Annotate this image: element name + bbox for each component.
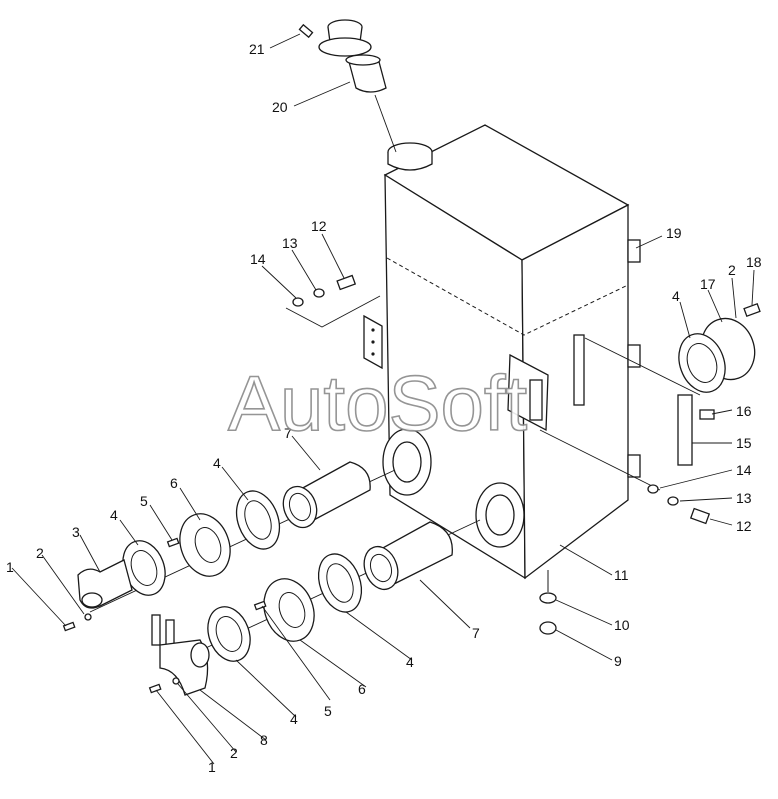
callout-6-upper: 6 bbox=[170, 475, 178, 491]
drain-plug bbox=[539, 621, 557, 635]
tee-fitting bbox=[151, 614, 210, 696]
callout-14-left: 14 bbox=[250, 251, 266, 267]
callout-17: 17 bbox=[700, 276, 716, 292]
callout-13-right: 13 bbox=[736, 490, 752, 506]
callout-15: 15 bbox=[736, 435, 752, 451]
callout-2-lower: 2 bbox=[230, 745, 238, 761]
gasket-upper bbox=[235, 490, 281, 550]
callout-13-left: 13 bbox=[282, 235, 298, 251]
filler-cap bbox=[318, 19, 372, 57]
callout-7-lower: 7 bbox=[472, 625, 480, 641]
side-bracket-left bbox=[363, 314, 383, 370]
tank-body bbox=[382, 124, 641, 592]
watermark-text: AutoSoft bbox=[228, 359, 528, 447]
callout-16: 16 bbox=[736, 403, 752, 419]
callout-1-lower: 1 bbox=[208, 759, 216, 775]
callout-6-lower: 6 bbox=[358, 681, 366, 697]
leader-lines bbox=[11, 33, 755, 765]
filler-neck bbox=[345, 54, 387, 93]
cap-screw bbox=[298, 23, 314, 39]
callout-labels: 21 20 19 18 17 2 4 16 15 14 13 12 12 13 … bbox=[6, 41, 762, 775]
washers-right bbox=[647, 484, 711, 525]
callout-5-upper: 5 bbox=[140, 493, 148, 509]
callout-3: 3 bbox=[72, 524, 80, 540]
elbow-fitting bbox=[77, 559, 133, 609]
flange-upper bbox=[179, 513, 231, 577]
callout-4-upper-a: 4 bbox=[213, 455, 221, 471]
bolt-set-left bbox=[292, 274, 357, 307]
callout-2-right: 2 bbox=[728, 262, 736, 278]
callout-2-upper: 2 bbox=[36, 545, 44, 561]
callout-10: 10 bbox=[614, 617, 630, 633]
callout-20: 20 bbox=[272, 99, 288, 115]
callout-1-upper: 1 bbox=[6, 559, 14, 575]
tank-port-lower bbox=[475, 482, 525, 548]
callout-11: 11 bbox=[614, 567, 629, 583]
sleeve-upper bbox=[282, 461, 371, 529]
flange-lower bbox=[263, 578, 315, 642]
callout-14-right: 14 bbox=[736, 462, 752, 478]
callout-19: 19 bbox=[666, 225, 682, 241]
gasket-lower-2 bbox=[207, 606, 251, 662]
gasket-right bbox=[678, 333, 726, 393]
callout-18: 18 bbox=[746, 254, 762, 270]
callout-5-lower: 5 bbox=[324, 703, 332, 719]
gasket-upper-2 bbox=[122, 540, 166, 596]
screw-set-left bbox=[62, 537, 267, 694]
callout-8: 8 bbox=[260, 732, 268, 748]
callout-4-right: 4 bbox=[672, 288, 680, 304]
callout-21: 21 bbox=[249, 41, 265, 57]
callout-4-lower-a: 4 bbox=[406, 654, 414, 670]
strap-bracket bbox=[573, 334, 693, 466]
callout-4-lower-b: 4 bbox=[290, 711, 298, 727]
tank-port-upper bbox=[382, 428, 432, 496]
sleeve-lower bbox=[363, 521, 453, 591]
gasket-lower bbox=[317, 553, 363, 613]
callout-12-left: 12 bbox=[311, 218, 327, 234]
callout-9: 9 bbox=[614, 653, 622, 669]
right-screw-18 bbox=[743, 303, 761, 317]
bolt-16 bbox=[699, 409, 715, 420]
callout-4-upper-b: 4 bbox=[110, 507, 118, 523]
drain-washer bbox=[539, 592, 557, 604]
callout-7-upper: 7 bbox=[284, 425, 292, 441]
callout-12-right: 12 bbox=[736, 518, 752, 534]
